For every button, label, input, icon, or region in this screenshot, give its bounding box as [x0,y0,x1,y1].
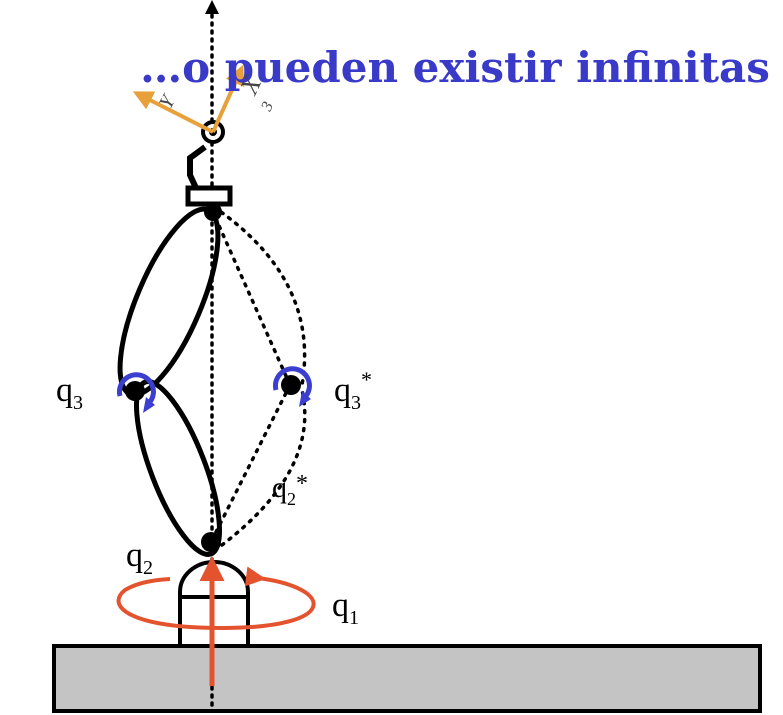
label-q1: q1 [332,587,359,629]
q3-alt-rotation-arrow [272,366,312,407]
axis-y-label: Y [155,91,181,113]
vertical-axis-arrowhead [205,0,219,14]
label-q2-alt: q2* [272,471,308,509]
q3-rotation-arrow [116,372,156,413]
ground-base [52,644,762,713]
label-q3-alt: q3* [334,367,372,414]
joint-q3 [125,381,145,401]
label-q3: q3 [56,372,83,414]
joint-q3-alt [281,375,301,395]
joint-wrist [204,203,222,221]
label-q2: q2 [126,537,153,579]
alt-configuration [210,205,307,547]
base-rotation-arrow [116,566,316,631]
tool-frame [132,64,245,134]
page-title: …o pueden existir infinitas [140,43,770,92]
axis-frame-index: 3 [258,99,277,114]
joint-q2 [201,532,221,552]
